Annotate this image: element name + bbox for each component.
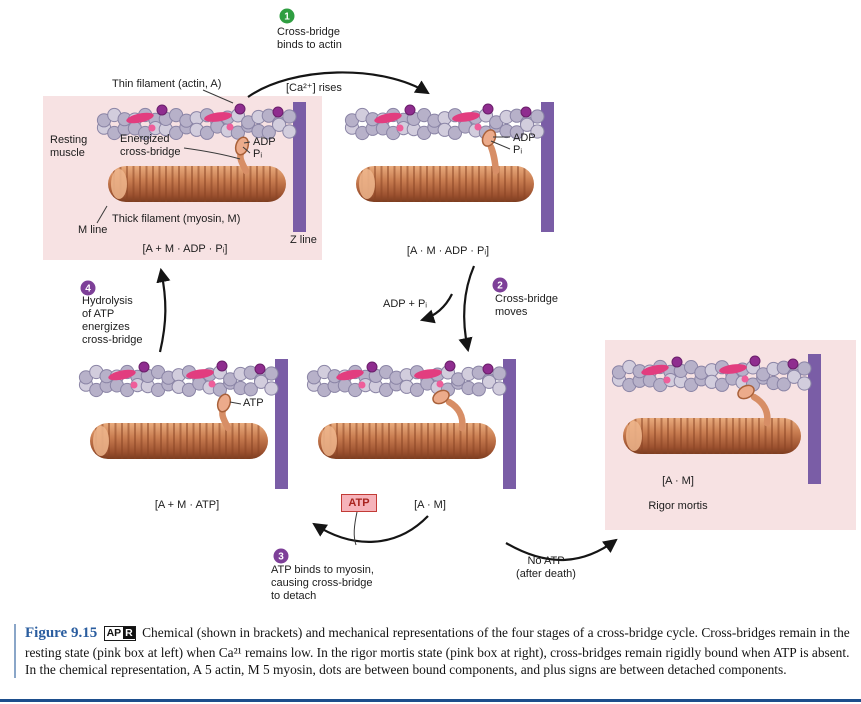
z-line-label: Z line xyxy=(290,234,317,246)
no-atp-label: No ATP (after death) xyxy=(516,555,576,580)
arrow-step2-down xyxy=(458,265,476,353)
atp-highlight-badge: ATP xyxy=(341,494,377,512)
arrow-no-atp xyxy=(505,538,618,561)
thick-filament-label: Thick filament (myosin, M) xyxy=(112,213,241,225)
adp-plus-pi-label: ADP + Pᵢ xyxy=(383,298,428,310)
ca-rises-label: [Ca²⁺] rises xyxy=(286,82,342,94)
atp-label-detached: ATP xyxy=(243,397,264,409)
step-2-badge: 2 xyxy=(492,277,508,293)
energized-cross-bridge-label: Energized cross-bridge xyxy=(120,133,181,158)
arrow-adp-pi-release xyxy=(419,293,453,324)
step-1-label: Cross-bridge binds to actin xyxy=(277,26,342,51)
figure-number: Figure 9.15 xyxy=(25,625,98,641)
step-4-number: 4 xyxy=(85,284,91,295)
state-moved-formula: [A · M] xyxy=(414,499,446,511)
step-2-number: 2 xyxy=(497,281,503,292)
step-1-badge: 1 xyxy=(279,8,295,24)
leader-adp-1 xyxy=(243,141,251,144)
leader-energized-cross-bridge xyxy=(183,147,241,160)
adp-label-bound: ADP xyxy=(513,132,536,144)
caption-text: Chemical (shown in brackets) and mechani… xyxy=(25,625,850,677)
arrow-ca-rises xyxy=(247,71,430,98)
leader-thin-filament xyxy=(202,89,234,104)
leader-atp xyxy=(229,401,242,405)
step-3-number: 3 xyxy=(278,552,284,563)
adp-label-resting: ADP xyxy=(253,136,276,148)
pi-label-bound: Pᵢ xyxy=(513,144,523,156)
state-resting-formula: [A + M · ADP · Pᵢ] xyxy=(142,243,228,255)
thin-filament-label: Thin filament (actin, A) xyxy=(112,78,222,90)
step-3-badge: 3 xyxy=(273,548,289,564)
arrow-step3-left xyxy=(312,515,429,543)
step-4-badge: 4 xyxy=(80,280,96,296)
rigor-mortis-label: Rigor mortis xyxy=(648,500,708,512)
leader-m-line xyxy=(96,205,108,224)
m-line-label: M line xyxy=(78,224,108,236)
leader-pi-1 xyxy=(242,146,251,154)
apr-badge-r: R xyxy=(123,627,135,639)
atp-badge-connector xyxy=(353,511,358,546)
apr-badge-ap: AP xyxy=(106,627,122,639)
arrow-step4-up xyxy=(156,267,171,353)
pi-label-resting: Pᵢ xyxy=(253,148,263,160)
step-3-label: ATP binds to myosin, causing cross-bridg… xyxy=(271,564,374,602)
step-4-label: Hydrolysis of ATP energizes cross-bridge xyxy=(82,295,143,346)
state-bound-formula: [A · M · ADP · Pᵢ] xyxy=(406,245,490,257)
muscle-illustration-cross-bridge-bound xyxy=(345,102,554,232)
leader-pi-2 xyxy=(490,140,511,150)
state-rigor-formula: [A · M] xyxy=(662,475,694,487)
muscle-illustration-atp-detached xyxy=(79,359,288,489)
step-1-number: 1 xyxy=(284,12,290,23)
bottom-divider-rule xyxy=(0,699,861,702)
state-atp-formula: [A + M · ATP] xyxy=(154,499,220,511)
cross-bridge-cycle-art: 1 2 3 4 xyxy=(43,8,856,564)
muscle-illustration-cross-bridge-moved xyxy=(307,359,516,489)
resting-muscle-label: Resting muscle xyxy=(50,134,88,159)
step-2-label: Cross-bridge moves xyxy=(495,293,558,318)
